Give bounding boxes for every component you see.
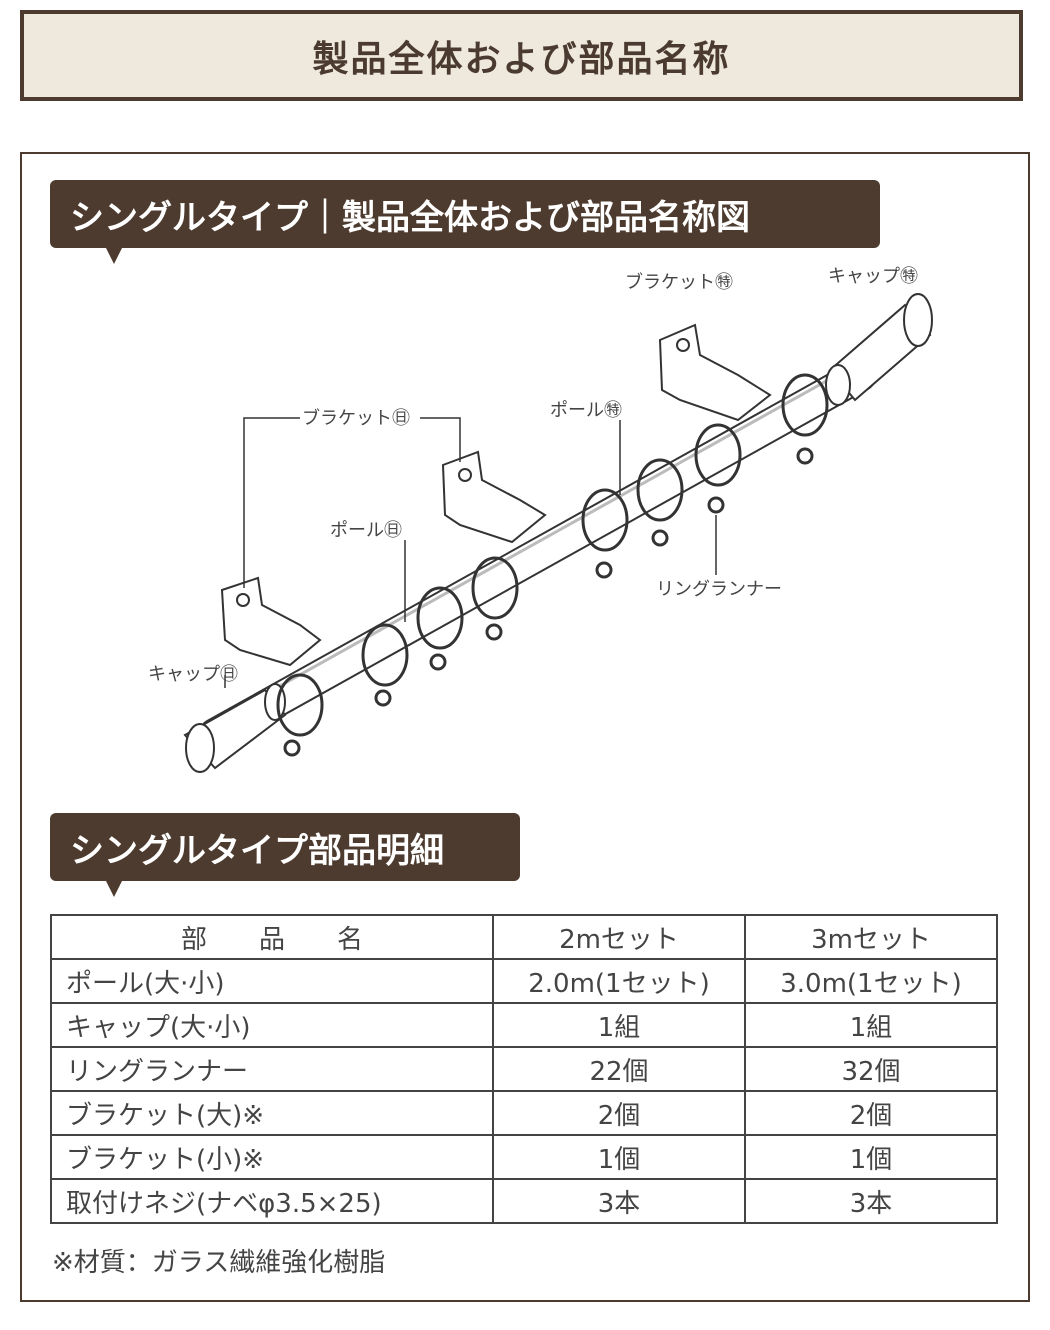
qty-2m: 22個	[492, 1046, 746, 1092]
qty-2m: 2個	[492, 1090, 746, 1136]
col-part-name: 部 品 名	[50, 914, 494, 960]
part-name: ブラケット(小)※	[50, 1134, 494, 1180]
page-title: 製品全体および部品名称	[312, 38, 731, 80]
part-name: リングランナー	[50, 1046, 494, 1092]
table-row: ブラケット(大)※ 2個 2個	[50, 1090, 998, 1136]
qty-2m: 2.0m(1セット)	[492, 958, 746, 1004]
table-row: リングランナー 22個 32個	[50, 1046, 998, 1092]
parts-section-label: シングルタイプ部品明細	[50, 813, 520, 897]
table-row: ポール(大·小) 2.0m(1セット) 3.0m(1セット)	[50, 958, 998, 1004]
table-row: キャップ(大·小) 1組 1組	[50, 1002, 998, 1048]
qty-2m: 1組	[492, 1002, 746, 1048]
qty-3m: 1個	[744, 1134, 998, 1180]
part-name: 取付けネジ(ナベφ3.5×25)	[50, 1178, 494, 1224]
qty-3m: 1組	[744, 1002, 998, 1048]
qty-3m: 3.0m(1セット)	[744, 958, 998, 1004]
qty-3m: 2個	[744, 1090, 998, 1136]
material-note: ※材質：ガラス繊維強化樹脂	[52, 1248, 386, 1278]
col-2m-set: 2mセット	[492, 914, 746, 960]
table-row: 取付けネジ(ナベφ3.5×25) 3本 3本	[50, 1178, 998, 1224]
qty-2m: 3本	[492, 1178, 746, 1224]
part-name: ブラケット(大)※	[50, 1090, 494, 1136]
part-name: キャップ(大·小)	[50, 1002, 494, 1048]
table-header-row: 部 品 名 2mセット 3mセット	[50, 914, 998, 960]
qty-3m: 32個	[744, 1046, 998, 1092]
qty-2m: 1個	[492, 1134, 746, 1180]
parts-table: 部 品 名 2mセット 3mセット ポール(大·小) 2.0m(1セット) 3.…	[50, 914, 998, 1224]
table-row: ブラケット(小)※ 1個 1個	[50, 1134, 998, 1180]
part-name: ポール(大·小)	[50, 958, 494, 1004]
diagram-section-label: シングルタイプ｜製品全体および部品名称図	[50, 180, 880, 264]
header-box: 製品全体および部品名称	[20, 10, 1023, 101]
col-3m-set: 3mセット	[744, 914, 998, 960]
qty-3m: 3本	[744, 1178, 998, 1224]
